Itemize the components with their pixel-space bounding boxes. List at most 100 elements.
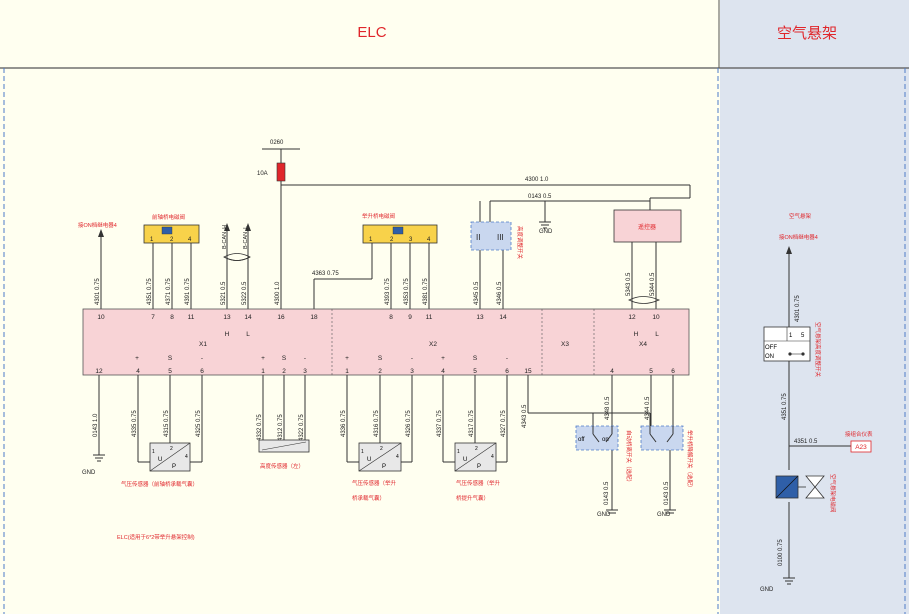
sensor-pin: 4: [491, 454, 494, 460]
pin-top: 9: [408, 314, 412, 321]
ground-symbol: [664, 509, 676, 514]
side-panel-bg: [720, 0, 909, 614]
relay-lift-coil: [392, 226, 404, 235]
pin-bottom: 3: [410, 368, 414, 375]
label-remote: 遥控器: [638, 223, 656, 231]
wire-4316: 4316 0.75: [374, 410, 380, 437]
label-10a: 10A: [257, 171, 268, 177]
label-l: L: [246, 331, 250, 338]
label-h: H: [225, 331, 230, 338]
sensor-u: U: [367, 457, 371, 463]
sensor-pin: 2: [170, 446, 173, 452]
wire-4345: 4345 0.5: [474, 281, 480, 305]
side-sw-off: OFF: [765, 345, 777, 351]
pin-bottom: 1: [345, 368, 349, 375]
selector-switch-1: [575, 425, 619, 451]
side-arrow-up: [786, 246, 792, 254]
label-sensor-3a: 气压传感器（举升: [352, 479, 397, 487]
label-relay-lift: 举升桥电磁阀: [362, 212, 395, 220]
wire-4327: 4327 0.75: [501, 410, 507, 437]
pressure-sensor-3: U P 1 2 4: [358, 442, 402, 472]
label-can-h: B-CAN_H: [222, 225, 228, 249]
side-gnd: GND: [760, 587, 774, 593]
label-4300-top: 4300 1.0: [525, 177, 549, 183]
wire-5343: 5343 0.5: [626, 272, 632, 296]
sensor-pin: 1: [152, 449, 155, 455]
pin-top: 11: [188, 314, 195, 321]
label-x3: X3: [561, 341, 569, 348]
pin-bottom: 4: [136, 368, 140, 375]
pin-minus: -: [506, 355, 508, 362]
wire-4326: 4326 0.75: [406, 410, 412, 437]
fuse-10a: [276, 162, 286, 182]
arrow-relay4: [98, 229, 104, 237]
wire-5321: 5321 0.5: [221, 281, 227, 305]
selector-switch-2: [640, 425, 684, 451]
height-switch: [470, 221, 512, 251]
twisted-pair-can: [223, 253, 251, 261]
pin-top: 8: [170, 314, 174, 321]
pin-top: 14: [244, 314, 252, 321]
ground-symbol: [606, 509, 618, 514]
side-sw-on: ON: [765, 354, 774, 360]
arrow-can-h: [224, 223, 230, 231]
pin-bottom: 1: [261, 368, 265, 375]
pin-top: 13: [223, 314, 231, 321]
label-switch-2: 举升桥降解开关（选配）: [686, 430, 694, 491]
title-air-suspension: 空气悬架: [777, 25, 837, 42]
pin-bottom: 5: [473, 368, 477, 375]
side-wire-4301: 4301 0.75: [795, 295, 801, 322]
label-can-l: B-CAN_L: [243, 226, 249, 249]
ground-symbol: [93, 454, 105, 462]
pin-bottom: 2: [378, 368, 382, 375]
pin-minus: -: [304, 355, 306, 362]
side-a23-box: [850, 440, 872, 453]
pin-plus: +: [345, 355, 349, 362]
bottom-note: ELC(适用于6*2带举升悬架控制): [117, 533, 195, 541]
ground-symbol: [783, 577, 795, 585]
wire-4363: 4363 0.75: [312, 271, 339, 277]
pin-top: 7: [151, 314, 155, 321]
wire-4325: 4325 0.75: [196, 410, 202, 437]
side-label-relay4: 接ON档继电器4: [779, 233, 818, 241]
wire-4343: 4343 0.5: [522, 404, 528, 428]
wire-4312: 4312 0.75: [278, 414, 284, 441]
pin-top: 10: [652, 314, 660, 321]
label-relay4-left: 接ON档继电器4: [78, 221, 117, 229]
wire-4315: 4315 0.75: [164, 410, 170, 437]
pin-4: 4: [427, 237, 431, 243]
side-wire-0100: 0100 0.75: [778, 539, 784, 566]
wire-4336: 4336 0.75: [341, 410, 347, 437]
label-x1: X1: [199, 341, 207, 348]
arrow-can-l: [245, 223, 251, 231]
side-sw-1: 1: [789, 333, 793, 339]
pin-top: 11: [426, 314, 433, 321]
sensor-pin: 4: [396, 454, 399, 460]
pin-top: 13: [476, 314, 484, 321]
pin-bottom: 12: [95, 368, 103, 375]
pin-top: 16: [277, 314, 285, 321]
label-0143-top: 0143 0.5: [528, 194, 552, 200]
side-valve-label: 空气悬架电磁阀: [829, 474, 837, 513]
pin-bottom: 6: [671, 368, 675, 375]
pin-bottom: 15: [524, 368, 532, 375]
pin-1: 1: [150, 237, 154, 243]
label-sensor-2: 高度传感器（左）: [260, 462, 304, 470]
label-x2: X2: [429, 341, 437, 348]
relay-lower-coil: [161, 226, 173, 235]
pin-4: 4: [188, 237, 192, 243]
main-panel-bg: [0, 0, 720, 614]
wire-0143d: 0143 0.5: [664, 481, 670, 505]
wire-4353: 4353 0.75: [404, 278, 410, 305]
side-sw-5: 5: [801, 333, 805, 339]
pressure-sensor-4: U P 1 2 4: [454, 442, 497, 472]
pin-s: S: [378, 355, 383, 362]
switch-on: on: [602, 437, 609, 443]
pin-bottom: 4: [441, 368, 445, 375]
pin-top: 14: [499, 314, 507, 321]
wire-4335: 4335 0.75: [132, 410, 138, 437]
pin-minus: -: [201, 355, 203, 362]
pin-3: 3: [409, 237, 413, 243]
wire-4337: 4337 0.75: [437, 410, 443, 437]
sensor-pin: 2: [475, 446, 478, 452]
